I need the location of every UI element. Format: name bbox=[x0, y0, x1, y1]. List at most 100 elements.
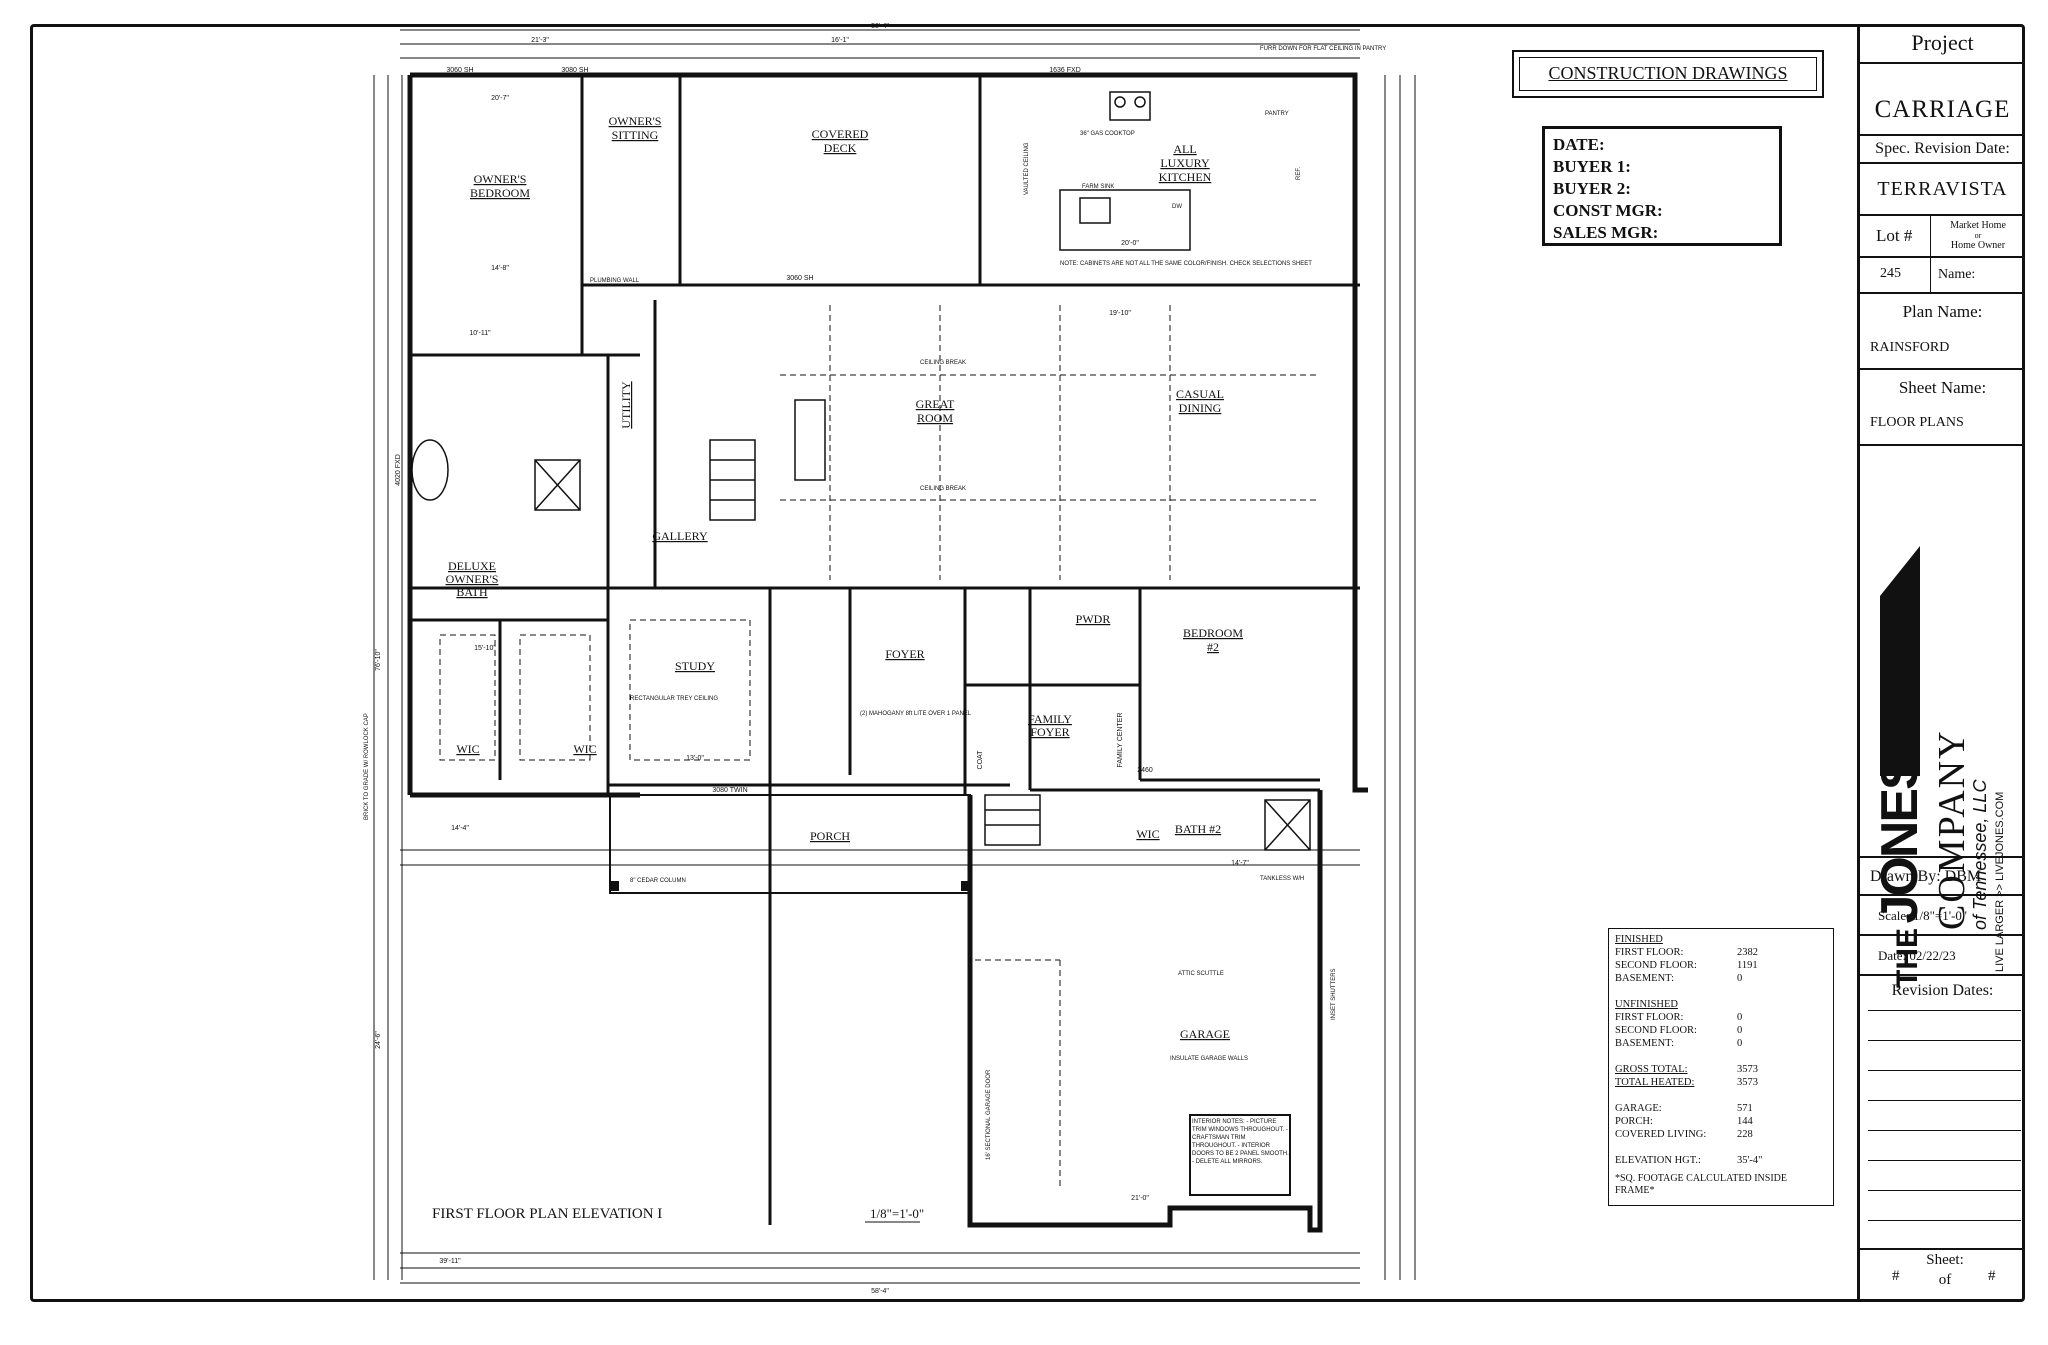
sqft-row: SECOND FLOOR:0 bbox=[1615, 1025, 1743, 1036]
sqft-row: SECOND FLOOR:1191 bbox=[1615, 960, 1758, 971]
plan-notes: 36" GAS COOKTOP FARM SINK CEILING BREAK … bbox=[364, 46, 1386, 1160]
sheet-number-cell: # Sheet: of # bbox=[1860, 1250, 2025, 1298]
info-field: CONST MGR: bbox=[1553, 201, 1663, 220]
community-name: TERRAVISTA bbox=[1877, 178, 2008, 200]
info-field: BUYER 1: bbox=[1553, 157, 1631, 176]
revision-line bbox=[1868, 1220, 2021, 1221]
dim-overall-bottom: 58'-4" bbox=[871, 1288, 889, 1295]
note-cedar-column: 8" CEDAR COLUMN bbox=[630, 878, 686, 884]
sheet-name-value: FLOOR PLANS bbox=[1870, 415, 1964, 430]
note-attic: ATTIC SCUTTLE bbox=[1178, 971, 1224, 977]
room-bath2: BATH #2 bbox=[1175, 822, 1221, 836]
room-great-room: ROOM bbox=[917, 411, 953, 425]
room-deluxe-bath: OWNER'S bbox=[446, 572, 499, 586]
svg-text:21'-3": 21'-3" bbox=[531, 37, 549, 44]
sqft-footnote: *SQ. FOOTAGE CALCULATED INSIDE FRAME* bbox=[1615, 1173, 1787, 1196]
sheet-of: of bbox=[1938, 1272, 1952, 1288]
room-owners-bedroom: BEDROOM bbox=[470, 186, 530, 200]
svg-text:20'-7": 20'-7" bbox=[491, 95, 509, 102]
cooktop bbox=[1109, 91, 1151, 121]
note-ceiling-break: CEILING BREAK bbox=[920, 486, 966, 492]
svg-text:76'-10": 76'-10" bbox=[375, 649, 382, 671]
note-ref: REF. bbox=[1296, 167, 1302, 180]
market-home-line: Home Owner bbox=[1950, 240, 2006, 251]
room-utility: UTILITY bbox=[619, 381, 633, 429]
svg-text:19'-10": 19'-10" bbox=[1109, 310, 1131, 317]
dim-overall-top: 58'-4" bbox=[871, 23, 889, 30]
note-garage-door: 16' SECTIONAL GARAGE DOOR bbox=[986, 1069, 992, 1160]
sqft-row: FIRST FLOOR:2382 bbox=[1615, 947, 1758, 958]
note-flat-ceiling: FURR DOWN FOR FLAT CEILING IN PANTRY bbox=[1260, 46, 1386, 52]
room-owners-sitting: SITTING bbox=[612, 128, 659, 142]
caption-title: FIRST FLOOR PLAN ELEVATION I bbox=[432, 1206, 662, 1222]
scale: Scale: 1/8"=1'-0" bbox=[1878, 908, 1968, 923]
room-deluxe-bath: BATH bbox=[456, 585, 488, 599]
note-shutters: INSET SHUTTERS bbox=[1331, 968, 1337, 1020]
note-cabinets: NOTE: CABINETS ARE NOT ALL THE SAME COLO… bbox=[1060, 261, 1312, 267]
sheet-hash-right: # bbox=[1988, 1268, 1996, 1284]
svg-text:21'-0": 21'-0" bbox=[1131, 1195, 1149, 1202]
drawn-by: Drawn By: DBM bbox=[1870, 868, 1982, 885]
project-label-cell: Project bbox=[1860, 24, 2025, 64]
info-field: SALES MGR: bbox=[1553, 223, 1659, 242]
scale-cell: Scale: 1/8"=1'-0" bbox=[1860, 896, 2025, 936]
interior-walls bbox=[410, 75, 1360, 1225]
room-coat: COAT bbox=[977, 750, 984, 770]
lot-value: 245 bbox=[1880, 266, 1901, 281]
note-dw: DW bbox=[1172, 204, 1182, 210]
project-value: CARRIAGE bbox=[1874, 96, 2011, 123]
spec-revision-cell: Spec. Revision Date: bbox=[1860, 134, 2025, 164]
revision-line bbox=[1868, 1190, 2021, 1191]
room-wic: WIC bbox=[456, 742, 479, 756]
sheet-name-cell: Sheet Name: FLOOR PLANS bbox=[1860, 370, 2025, 446]
note-water-heater: TANKLESS W/H bbox=[1260, 876, 1304, 882]
room-foyer: FOYER bbox=[885, 647, 924, 661]
svg-text:15'-10": 15'-10" bbox=[474, 645, 496, 652]
room-covered-deck: DECK bbox=[824, 141, 857, 155]
svg-text:16'-1": 16'-1" bbox=[831, 37, 849, 44]
title-block: Project CARRIAGE Spec. Revision Date: TE… bbox=[1857, 24, 2025, 1302]
sqft-row: GARAGE:571 bbox=[1615, 1103, 1753, 1114]
caption-scale: 1/8"=1'-0" bbox=[870, 1206, 924, 1221]
date: Date: 02/22/23 bbox=[1878, 948, 1956, 963]
interior-notes: INTERIOR NOTES: - PICTURE TRIM WINDOWS T… bbox=[1192, 1119, 1289, 1165]
sheet-hash-left: # bbox=[1892, 1268, 1900, 1284]
svg-text:4020 FXD: 4020 FXD bbox=[395, 454, 402, 486]
company-logo: THE JONES COMPANY of Tennessee, LLC LIVE… bbox=[1860, 446, 2025, 988]
total-heated-row: TOTAL HEATED:3573 bbox=[1615, 1077, 1758, 1088]
bath2-shower bbox=[1264, 799, 1311, 851]
finished-header: FINISHED bbox=[1615, 934, 1663, 945]
project-label: Project bbox=[1911, 30, 1974, 55]
market-home-line: Market Home bbox=[1950, 220, 2006, 231]
svg-text:14'-4": 14'-4" bbox=[451, 825, 469, 832]
revision-line bbox=[1868, 1100, 2021, 1101]
garage-stairs bbox=[984, 794, 1041, 846]
logo-house-icon bbox=[1880, 546, 1920, 776]
lot-label: Lot # bbox=[1876, 226, 1913, 245]
room-bedroom2: #2 bbox=[1207, 640, 1219, 654]
svg-text:2460: 2460 bbox=[1137, 767, 1153, 774]
room-family-foyer: FOYER bbox=[1030, 725, 1069, 739]
interior-notes-box bbox=[1189, 1114, 1291, 1196]
buyer-info-box: DATE: BUYER 1: BUYER 2: CONST MGR: SALES… bbox=[1542, 126, 1782, 246]
plan-name-cell: Plan Name: RAINSFORD bbox=[1860, 294, 2025, 370]
floor-plan: OWNER'S BEDROOM OWNER'S SITTING COVERED … bbox=[360, 20, 1430, 1295]
gross-total-row: GROSS TOTAL:3573 bbox=[1615, 1064, 1758, 1075]
room-pwdr: PWDR bbox=[1076, 612, 1111, 626]
sqft-row: COVERED LIVING:228 bbox=[1615, 1129, 1753, 1140]
info-field: DATE: bbox=[1553, 135, 1605, 154]
kitchen-island bbox=[1059, 189, 1191, 251]
room-bedroom2: BEDROOM bbox=[1183, 626, 1243, 640]
svg-text:14'-8": 14'-8" bbox=[491, 265, 509, 272]
exterior-walls bbox=[407, 72, 1368, 1233]
room-labels: OWNER'S BEDROOM OWNER'S SITTING COVERED … bbox=[446, 114, 1244, 1041]
svg-text:3060 SH: 3060 SH bbox=[446, 67, 473, 74]
revision-line bbox=[1868, 1160, 2021, 1161]
sheet-label: Sheet: bbox=[1926, 1252, 1964, 1268]
room-deluxe-bath: DELUXE bbox=[448, 559, 496, 573]
porch-outline bbox=[609, 794, 971, 894]
room-kitchen: ALL bbox=[1173, 142, 1196, 156]
revision-dates-cell: Revision Dates: bbox=[1860, 976, 2025, 1250]
revision-line bbox=[1868, 1040, 2021, 1041]
note-plumbing-wall: PLUMBING WALL bbox=[590, 278, 640, 284]
